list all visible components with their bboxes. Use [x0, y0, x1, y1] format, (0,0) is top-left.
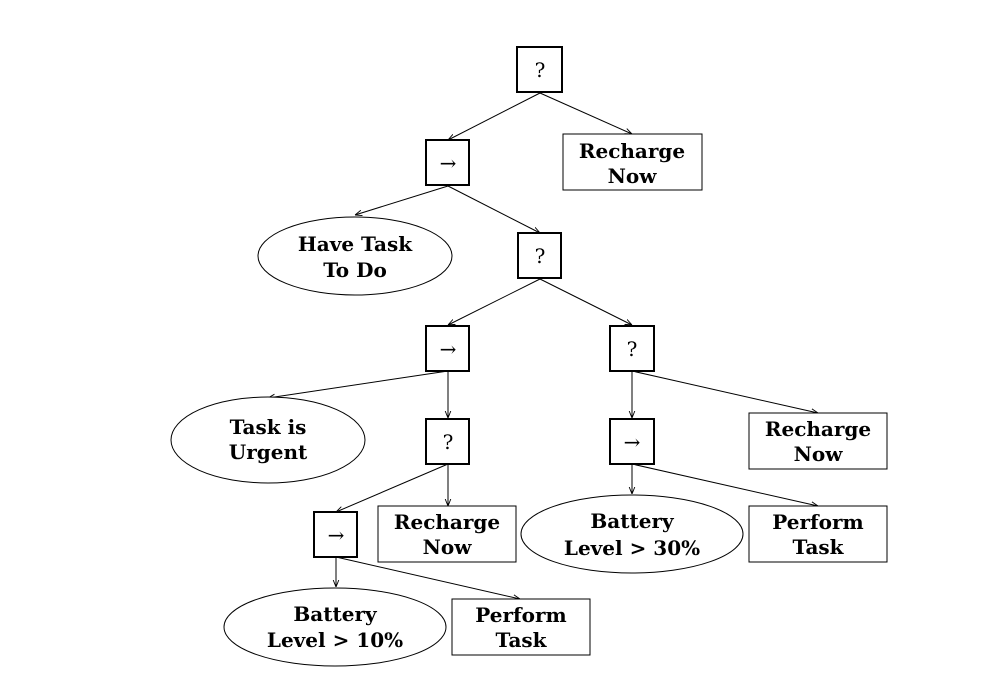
action-recharge-top: Recharge Now — [562, 133, 703, 191]
action-perform-urgent: Perform Task — [451, 598, 591, 656]
condition-label-line2: Level > 30% — [564, 536, 700, 560]
fallback-symbol: ? — [627, 337, 638, 361]
fallback-node-mid: ? — [517, 232, 562, 279]
action-label-line2: Task — [792, 535, 844, 559]
condition-label-line1: Battery — [293, 602, 378, 626]
edge-sequrgent-taskurgent — [268, 370, 449, 398]
condition-battery30: Battery Level > 30% — [520, 494, 744, 574]
edge-fallbackright-recharge — [631, 370, 818, 413]
edge-seq-fallback — [447, 185, 540, 233]
edge-seq30-perform — [631, 463, 818, 506]
action-label-line2: Task — [495, 628, 547, 652]
condition-label-line2: To Do — [323, 258, 387, 282]
edge-seq-havetask — [355, 185, 449, 215]
condition-have-task: Have Task To Do — [257, 216, 453, 296]
action-label-line2: Now — [608, 164, 658, 188]
action-label-line1: Recharge — [579, 139, 685, 163]
action-label-line1: Recharge — [765, 417, 871, 441]
edge-seq10-perform — [335, 556, 520, 599]
action-recharge-urgent: Recharge Now — [377, 505, 517, 563]
sequence-node-urgent: → — [425, 325, 470, 372]
condition-task-urgent: Task is Urgent — [170, 396, 366, 484]
condition-label-line2: Urgent — [229, 440, 308, 464]
condition-label-line1: Battery — [590, 509, 675, 533]
sequence-node-battery30: → — [609, 418, 655, 465]
action-label-line1: Perform — [772, 510, 863, 534]
sequence-symbol: → — [440, 151, 457, 175]
action-perform-right: Perform Task — [748, 505, 888, 563]
sequence-node-battery10: → — [313, 511, 358, 558]
fallback-symbol: ? — [535, 58, 546, 82]
edge-fallback-fallbackright — [539, 278, 632, 325]
action-label-line2: Now — [794, 442, 844, 466]
action-label-line1: Recharge — [394, 510, 500, 534]
condition-label-line1: Have Task — [298, 232, 413, 256]
fallback-node-right: ? — [609, 325, 655, 372]
sequence-symbol: → — [624, 430, 641, 454]
sequence-symbol: → — [440, 337, 457, 361]
action-label-line1: Perform — [475, 603, 566, 627]
fallback-symbol: ? — [443, 430, 454, 454]
condition-battery10: Battery Level > 10% — [223, 587, 447, 667]
sequence-node-task: → — [425, 139, 470, 186]
action-recharge-right: Recharge Now — [748, 412, 888, 470]
edge-fallback-sequrgent — [448, 278, 541, 325]
edge-root-recharge — [539, 92, 632, 134]
sequence-symbol: → — [328, 523, 345, 547]
edge-fallbackurgent-seq10 — [336, 463, 449, 512]
condition-label-line1: Task is — [230, 415, 307, 439]
edges — [268, 92, 818, 599]
action-label-line2: Now — [423, 535, 473, 559]
condition-label-line2: Level > 10% — [267, 628, 403, 652]
fallback-symbol: ? — [535, 244, 546, 268]
fallback-node-urgent: ? — [425, 418, 470, 465]
root-fallback-node: ? — [516, 46, 563, 93]
edge-root-seq — [448, 92, 541, 140]
